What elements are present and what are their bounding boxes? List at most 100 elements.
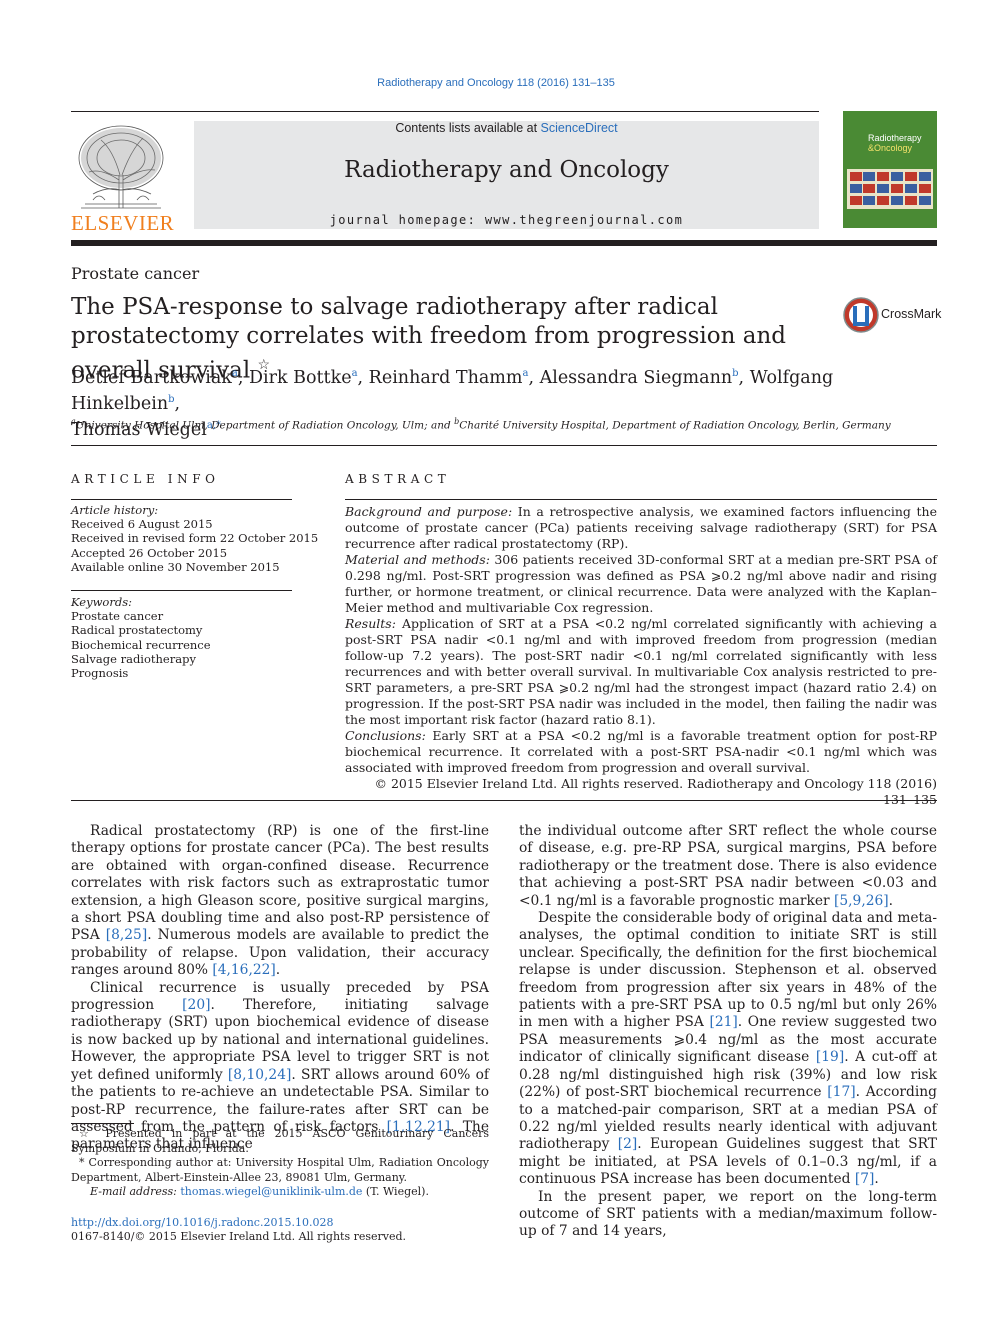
body-text: . Numerous models are available to predi… (71, 927, 489, 979)
cover-title-line1: Radiotherapy (868, 133, 922, 143)
citation-link[interactable]: [19] (815, 1049, 845, 1066)
sciencedirect-link[interactable]: ScienceDirect (540, 121, 618, 135)
abstract-bp-label: Background and purpose: (345, 504, 513, 519)
cover-title: Radiotherapy &Oncology (868, 133, 922, 153)
body-paragraph: Despite the considerable body of origina… (519, 910, 937, 1189)
abstract-body: Background and purpose: In a retrospecti… (345, 504, 937, 808)
journal-cover-image-icon[interactable]: Radiotherapy &Oncology (843, 111, 937, 228)
author-name[interactable]: Alessandra Siegmann (539, 367, 733, 388)
body-column-left: Radical prostatectomy (RP) is one of the… (71, 823, 489, 1154)
received-date: Received 6 August 2015 (71, 517, 213, 532)
author-affiliation-mark[interactable]: a (351, 368, 358, 379)
citation-link[interactable]: [1,12,21] (386, 1118, 451, 1135)
top-divider (71, 111, 819, 112)
contents-line: Contents lists available at ScienceDirec… (194, 121, 819, 135)
abstract-conclusions-text: Early SRT at a PSA <0.2 ng/ml is a favor… (345, 728, 937, 775)
keywords-label: Keywords: (71, 595, 132, 609)
body-text: . (888, 892, 894, 909)
journal-header-box (194, 121, 819, 229)
article-title: The PSA-response to salvage radiotherapy… (71, 293, 811, 386)
abstract-mm-text: 306 patients received 3D-conformal SRT a… (345, 552, 937, 615)
accepted-date: Accepted 26 October 2015 (71, 545, 228, 560)
citation-link[interactable]: [21] (709, 1014, 738, 1031)
abstract-conclusions-label: Conclusions: (345, 728, 426, 743)
keywords-divider (71, 590, 292, 591)
issn-copyright: 0167-8140/© 2015 Elsevier Ireland Ltd. A… (71, 1230, 407, 1243)
body-text: . (874, 1171, 879, 1188)
footnote-text: Presented in part at the 2015 ASCO Genit… (71, 1127, 489, 1155)
footnotes: ☆ Presented in part at the 2015 ASCO Gen… (71, 1127, 489, 1200)
affil-a-mark: a (71, 417, 76, 426)
citation-link[interactable]: [8,25] (105, 927, 148, 944)
citation-link[interactable]: [17] (827, 1084, 856, 1101)
body-paragraph: In the present paper, we report on the l… (519, 1189, 937, 1241)
footnote-text: Corresponding author at: University Hosp… (71, 1156, 489, 1184)
affiliation-divider (71, 445, 937, 446)
section-label: Prostate cancer (71, 264, 200, 283)
abstract-divider (345, 499, 937, 500)
body-text: . Therefore, initiating salvage radiothe… (71, 997, 489, 1083)
affiliation-a: University Hospital Ulm, Department of R… (75, 419, 451, 432)
citation-link[interactable]: [5,9,26] (834, 892, 889, 909)
body-text: Despite the considerable body of origina… (519, 910, 937, 1031)
body-text: . A cut-off at 0.28 ng/ml distinguished … (519, 1049, 937, 1101)
keywords: Keywords: Prostate cancer Radical prosta… (71, 595, 211, 680)
author-name[interactable]: Reinhard Thamm (368, 367, 523, 388)
abstract-bp-text: In a retrospective analysis, we examined… (345, 504, 937, 551)
author-affiliation-mark[interactable]: a (231, 368, 238, 379)
history-label: Article history: (71, 503, 159, 517)
online-date: Available online 30 November 2015 (71, 559, 280, 574)
doi-link[interactable]: http://dx.doi.org/10.1016/j.radonc.2015.… (71, 1216, 334, 1229)
title-footnote-mark[interactable]: ☆ (257, 357, 271, 373)
citation-link[interactable]: [20] (182, 997, 211, 1014)
article-history: Article history: Received 6 August 2015 … (71, 503, 318, 574)
email-link[interactable]: thomas.wiegel@uniklinik-ulm.de (180, 1185, 363, 1199)
keyword: Biochemical recurrence (71, 637, 211, 652)
author-affiliation-mark[interactable]: b (168, 393, 175, 405)
abstract-results-text: Application of SRT at a PSA <0.2 ng/ml c… (345, 616, 937, 727)
author-name[interactable]: Detlef Bartkowiak (71, 367, 232, 388)
footnote-divider (71, 1123, 134, 1124)
body-text: . European Guidelines suggest that SRT m… (519, 1136, 937, 1188)
abstract-results-label: Results: (345, 616, 396, 631)
citation-link[interactable]: [4,16,22] (212, 962, 276, 979)
article-info-divider (71, 499, 292, 500)
author-affiliation-mark[interactable]: b (732, 368, 739, 379)
author-affiliation-mark[interactable]: a,* (206, 419, 221, 431)
footnote-email: E-mail address: thomas.wiegel@uniklinik-… (71, 1185, 489, 1200)
citation-link[interactable]: [8,10,24] (227, 1066, 292, 1083)
body-text: Radical prostatectomy (RP) is one of the… (71, 823, 489, 944)
body-text: . According to a matched-pair comparison… (519, 1084, 937, 1153)
body-text: . SRT allows around 60% of the patients … (71, 1066, 490, 1135)
author-name[interactable]: Thomas Wiegel (71, 419, 207, 440)
affiliation-b: Charité University Hospital, Department … (459, 419, 891, 432)
journal-homepage[interactable]: journal homepage: www.thegreenjournal.co… (329, 213, 684, 227)
journal-citation[interactable]: Radiotherapy and Oncology 118 (2016) 131… (377, 77, 615, 89)
author-name[interactable]: Dirk Bottke (248, 367, 352, 388)
cover-image-grid (847, 169, 933, 209)
contents-prefix: Contents lists available at (395, 121, 541, 135)
footnote: ☆ Presented in part at the 2015 ASCO Gen… (71, 1127, 489, 1156)
abstract-heading: ABSTRACT (345, 472, 451, 486)
author-affiliation-mark[interactable]: a (522, 368, 529, 379)
article-title-text: The PSA-response to salvage radiotherapy… (71, 294, 787, 384)
author-name[interactable]: Wolfgang Hinkelbein (71, 367, 834, 414)
crossmark-label: CrossMark (881, 307, 942, 321)
abstract-bottom-divider (71, 800, 937, 801)
abstract-mm-label: Material and methods: (345, 552, 490, 567)
crossmark-badge[interactable]: CrossMark (843, 297, 942, 333)
footnote-mark: * (79, 1156, 85, 1170)
body-paragraph: Clinical recurrence is usually preceded … (71, 980, 489, 1154)
body-text: In the present paper, we report on the l… (519, 1188, 937, 1240)
email-suffix: (T. Wiegel). (362, 1185, 429, 1199)
keyword: Salvage radiotherapy (71, 651, 196, 666)
crossmark-icon (843, 297, 879, 333)
body-text: . (275, 962, 281, 979)
body-column-right: the individual outcome after SRT reflect… (519, 823, 937, 1241)
elsevier-wordmark[interactable]: ELSEVIER (71, 211, 175, 235)
citation-link[interactable]: [7] (854, 1171, 875, 1188)
footnote-mark: ☆ (79, 1127, 96, 1140)
citation-link[interactable]: [2] (617, 1136, 638, 1153)
journal-title: Radiotherapy and Oncology (344, 157, 669, 183)
email-label: E-mail address: (90, 1185, 177, 1199)
